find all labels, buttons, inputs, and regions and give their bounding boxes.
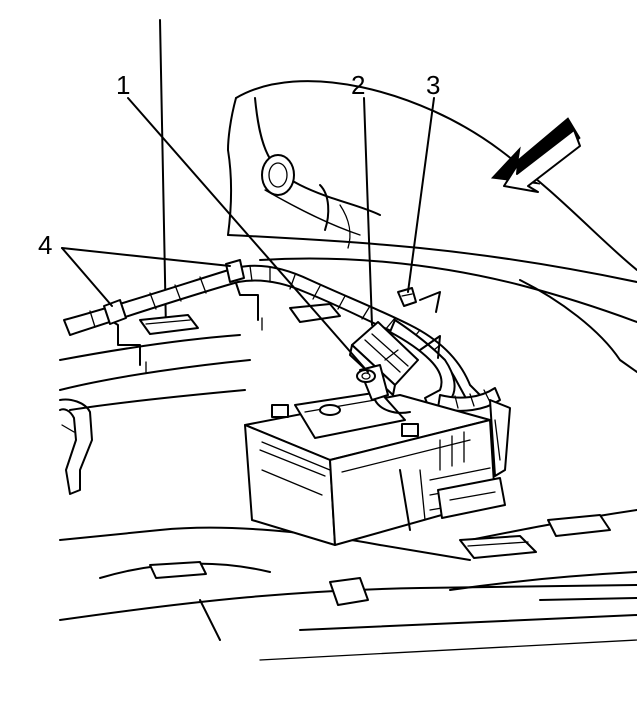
callout-3: 3	[426, 70, 440, 100]
retainer-release-tabs	[419, 291, 441, 359]
leader-lines	[61, 97, 435, 373]
battery	[244, 391, 496, 546]
battery-bracket	[437, 399, 511, 519]
strut-mount-bolt	[261, 154, 295, 196]
body-panel	[159, 19, 637, 373]
forward-arrow-icon	[490, 117, 581, 193]
left-bracket	[59, 398, 93, 495]
callout-2: 2	[351, 70, 365, 100]
harness-clips	[103, 259, 245, 325]
floor-pads	[139, 303, 611, 606]
harness-retainer	[397, 287, 417, 307]
callout-4: 4	[38, 230, 52, 260]
callout-1: 1	[116, 70, 130, 100]
harness-clip-brackets	[109, 279, 263, 373]
wiring-harness	[63, 264, 501, 412]
